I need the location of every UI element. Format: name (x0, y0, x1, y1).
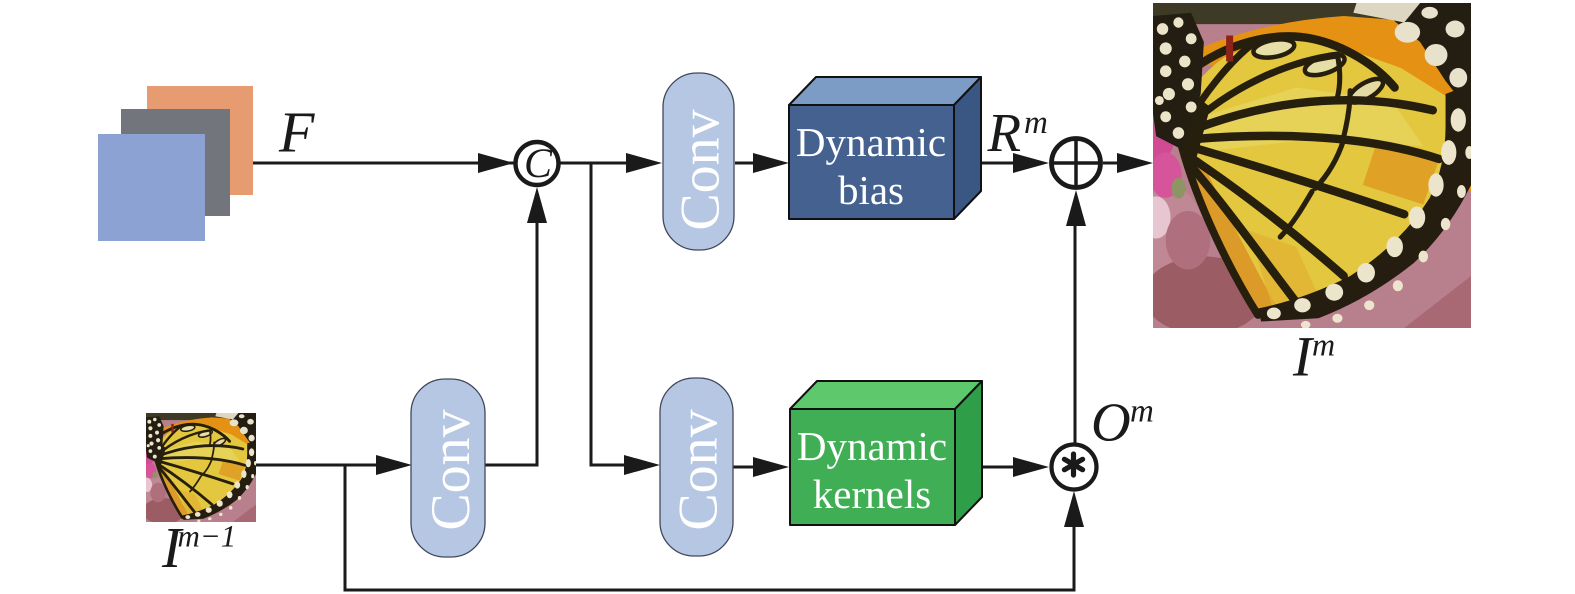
svg-text:Conv: Conv (668, 409, 730, 530)
svg-text:m: m (1024, 105, 1048, 141)
svg-text:Dynamic: Dynamic (797, 423, 947, 469)
svg-text:bias: bias (838, 167, 904, 213)
svg-text:m−1: m−1 (178, 519, 237, 554)
svg-text:I: I (1292, 326, 1315, 389)
svg-text:m: m (1130, 394, 1154, 430)
svg-text:F: F (278, 100, 315, 165)
svg-text:C: C (524, 141, 553, 187)
svg-text:I: I (161, 515, 184, 580)
svg-text:Dynamic: Dynamic (796, 119, 946, 165)
svg-text:kernels: kernels (813, 471, 931, 517)
svg-text:R: R (987, 102, 1022, 163)
svg-text:Conv: Conv (420, 409, 482, 530)
svg-text:m: m (1312, 327, 1335, 363)
svg-text:O: O (1091, 392, 1131, 453)
svg-text:Conv: Conv (670, 109, 732, 230)
